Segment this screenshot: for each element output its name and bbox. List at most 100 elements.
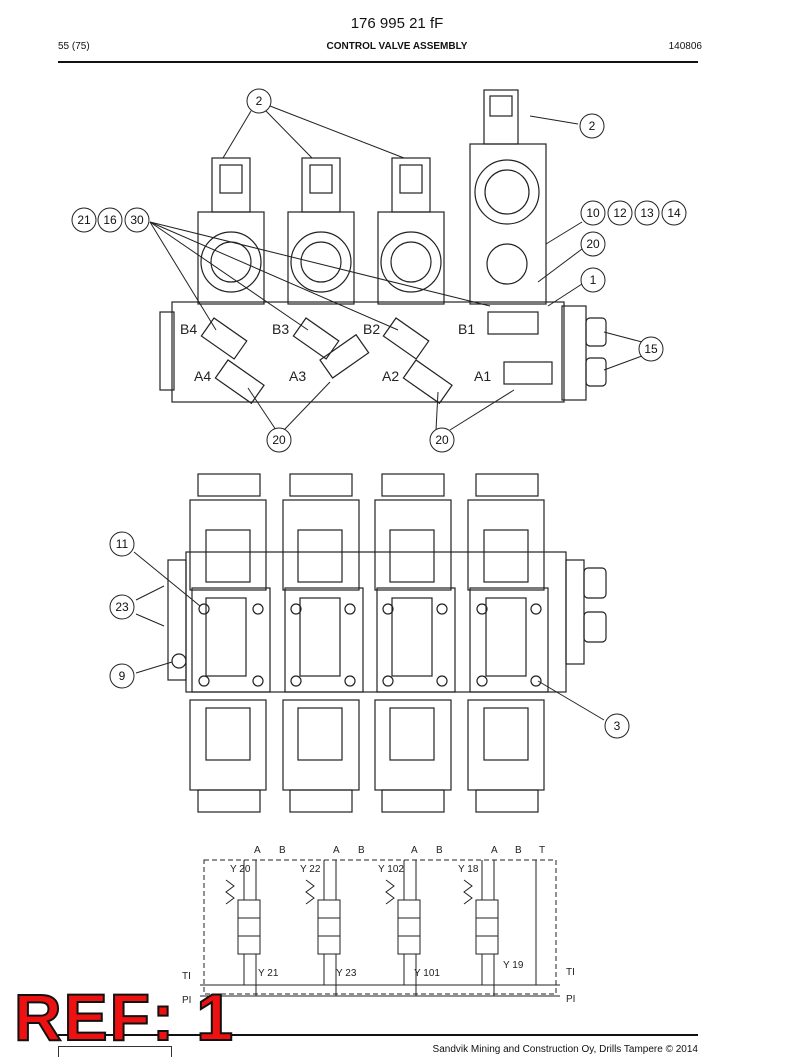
svg-text:2: 2 [256, 94, 263, 108]
schematic-port-b2: B [358, 845, 365, 856]
front-manifold [185, 551, 567, 693]
callout-15: 15 [638, 336, 664, 362]
schematic-port-t: T [539, 845, 545, 856]
page-title: CONTROL VALVE ASSEMBLY [326, 41, 468, 52]
schematic-labels: A B A B A B A B T Y 20 Y 22 Y 102 Y 18 Y… [182, 845, 575, 1006]
front-fitting-lower [583, 611, 607, 643]
port-label-b2: B2 [363, 321, 380, 337]
schematic-port-a2: A [333, 845, 340, 856]
mount-bolt [171, 653, 187, 669]
solenoid-label-y102: Y 102 [378, 864, 404, 875]
svg-text:3: 3 [614, 719, 621, 733]
schematic-boundary [203, 859, 557, 995]
svg-text:11: 11 [116, 537, 129, 551]
svg-text:20: 20 [435, 433, 449, 447]
svg-text:23: 23 [115, 600, 129, 614]
callout-11: 11 [109, 531, 135, 557]
schematic-valve-4 [463, 860, 537, 996]
callout-13: 13 [634, 200, 660, 226]
svg-text:9: 9 [119, 669, 126, 683]
date-code: 140806 [668, 41, 702, 52]
top-leader-lines [149, 105, 643, 431]
svg-text:30: 30 [130, 213, 144, 227]
line-label-ti-right: TI [566, 967, 575, 978]
port-label-a1: A1 [474, 368, 491, 384]
port-label-a4: A4 [194, 368, 211, 384]
svg-text:13: 13 [640, 206, 654, 220]
port-label-b3: B3 [272, 321, 289, 337]
svg-text:2: 2 [589, 119, 596, 133]
schematic-port-b3: B [436, 845, 443, 856]
manifold-end-plate [159, 311, 175, 391]
callout-1: 1 [580, 267, 606, 293]
port-label-a3: A3 [289, 368, 306, 384]
footer-copyright: Sandvik Mining and Construction Oy, Dril… [432, 1044, 698, 1055]
svg-text:15: 15 [644, 342, 658, 356]
schematic-port-a1: A [254, 845, 261, 856]
front-fitting-upper [583, 567, 607, 599]
callouts: 2 2 21 16 30 10 12 13 14 20 1 15 20 20 1… [71, 88, 687, 739]
front-side-block [565, 559, 585, 665]
port-label-a2: A2 [382, 368, 399, 384]
svg-text:1: 1 [590, 273, 597, 287]
schematic-port-b4: B [515, 845, 522, 856]
svg-text:10: 10 [586, 206, 600, 220]
footer-rule [58, 1034, 698, 1036]
front-view [133, 473, 607, 813]
line-label-ti-left: TI [182, 971, 191, 982]
callout-12: 12 [607, 200, 633, 226]
svg-text:20: 20 [272, 433, 286, 447]
valve-tower-1 [197, 157, 265, 305]
valve-section-3 [374, 473, 456, 813]
front-leader-lines [133, 551, 605, 721]
header-rule [58, 61, 698, 63]
svg-text:16: 16 [103, 213, 117, 227]
svg-text:12: 12 [613, 206, 627, 220]
top-port-labels: B4 B3 B2 B1 A4 A3 A2 A1 [180, 321, 491, 384]
page-number: 55 (75) [58, 41, 90, 52]
port-fittings [200, 311, 553, 405]
top-view [149, 89, 643, 431]
svg-text:20: 20 [586, 237, 600, 251]
schematic-valve-2 [305, 860, 341, 996]
schematic-valve-1 [225, 860, 261, 996]
schematic-port-a4: A [491, 845, 498, 856]
schematic-port-b1: B [279, 845, 286, 856]
solenoid-label-y20: Y 20 [230, 864, 251, 875]
solenoid-label-y19: Y 19 [503, 960, 524, 971]
svg-text:21: 21 [77, 213, 91, 227]
solenoid-label-y101: Y 101 [414, 968, 440, 979]
solenoid-label-y23: Y 23 [336, 968, 357, 979]
port-label-b1: B1 [458, 321, 475, 337]
valve-tower-4 [469, 89, 547, 305]
callout-20-bottom-left: 20 [266, 427, 292, 453]
schematic-valve-3 [385, 860, 421, 996]
valve-tower-2 [287, 157, 355, 305]
side-fitting-upper [585, 317, 607, 347]
callout-9: 9 [109, 663, 135, 689]
callout-21: 21 [71, 207, 97, 233]
callout-20-bottom-right: 20 [429, 427, 455, 453]
solenoid-label-y18: Y 18 [458, 864, 479, 875]
ref-stamp: REF: 1 [13, 980, 236, 1054]
callout-2-right: 2 [579, 113, 605, 139]
callout-23: 23 [109, 594, 135, 620]
side-fitting-lower [585, 357, 607, 387]
valve-section-4 [467, 473, 549, 813]
solenoid-label-y21: Y 21 [258, 968, 279, 979]
valve-tower-3 [377, 157, 445, 305]
callout-3: 3 [604, 713, 630, 739]
line-label-pi-left: PI [182, 995, 191, 1006]
callout-20-right: 20 [580, 231, 606, 257]
callout-16: 16 [97, 207, 123, 233]
sandvik-logo [58, 1046, 172, 1057]
solenoid-label-y22: Y 22 [300, 864, 321, 875]
manifold-body [171, 301, 565, 403]
port-label-b4: B4 [180, 321, 197, 337]
svg-text:14: 14 [667, 206, 681, 220]
valve-section-1 [189, 473, 271, 813]
callout-10: 10 [580, 200, 606, 226]
callout-14: 14 [661, 200, 687, 226]
valve-section-2 [282, 473, 364, 813]
